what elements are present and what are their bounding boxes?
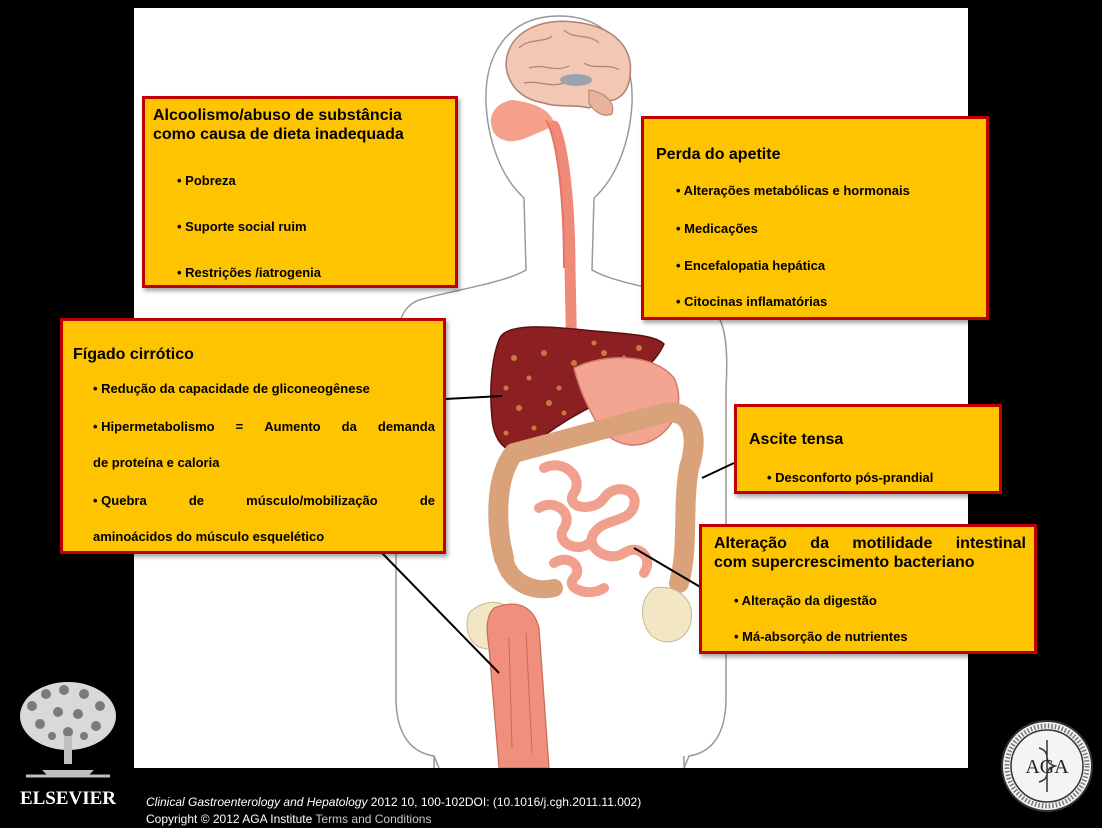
- appetite-item-4: • Citocinas inflamatórias: [676, 294, 827, 310]
- alcohol-box: Alcoolismo/abuso de substância como caus…: [142, 96, 458, 288]
- motility-title-line2: com supercrescimento bacteriano: [714, 553, 975, 572]
- liver-item-2-cont: de proteína e caloria: [93, 455, 219, 471]
- motility-title-word-3: motilidade: [852, 534, 932, 553]
- motility-title-word-2: da: [810, 534, 829, 553]
- elsevier-logo: ELSEVIER: [12, 676, 124, 816]
- liver-item-2-word-2: =: [236, 419, 244, 435]
- motility-title-word-4: intestinal: [956, 534, 1026, 553]
- liver-item-3: • Quebra de músculo/mobilização de: [93, 493, 435, 509]
- liver-box: Fígado cirrótico • Redução da capacidade…: [60, 318, 446, 554]
- appetite-title: Perda do apetite: [656, 145, 780, 164]
- liver-title: Fígado cirrótico: [73, 345, 194, 364]
- liver-item-2-word-1: • Hipermetabolismo: [93, 419, 215, 435]
- elsevier-logo-text: ELSEVIER: [20, 788, 116, 809]
- ascites-connector-line: [702, 463, 734, 478]
- thigh-muscle: [487, 604, 549, 768]
- ascites-box: Ascite tensa • Desconforto pós-prandial: [734, 404, 1002, 494]
- motility-title-word-1: Alteração: [714, 534, 787, 553]
- liver-item-2-word-3: Aumento: [264, 419, 320, 435]
- liver-item-2: • Hipermetabolismo = Aumento da demanda: [93, 419, 435, 435]
- liver-item-3-word-4: de: [420, 493, 435, 509]
- aga-seal: AGA: [998, 714, 1096, 818]
- motility-item-1: • Alteração da digestão: [734, 593, 877, 609]
- motility-box: Alteração da motilidade intestinal com s…: [699, 524, 1037, 654]
- motility-title-line1: Alteração da motilidade intestinal: [714, 534, 1026, 553]
- appetite-item-2: • Medicações: [676, 221, 758, 237]
- alcohol-item-1: • Pobreza: [177, 173, 236, 189]
- citation-details: 2012 10, 100-102DOI: (10.1016/j.cgh.2011…: [367, 795, 641, 809]
- ascites-item-1: • Desconforto pós-prandial: [767, 470, 933, 486]
- liver-item-2-word-4: da: [342, 419, 357, 435]
- liver-item-2-word-5: demanda: [378, 419, 435, 435]
- liver-item-1: • Redução da capacidade de gliconeogênes…: [93, 381, 370, 397]
- oral-cavity: [491, 100, 554, 141]
- liver-item-3-word-2: de: [189, 493, 204, 509]
- small-intestine: [539, 465, 647, 592]
- alcohol-title-line1: Alcoolismo/abuso de substância: [153, 106, 402, 125]
- liver-item-3-word-1: • Quebra: [93, 493, 147, 509]
- brain: [506, 21, 631, 108]
- appetite-box: Perda do apetite • Alterações metabólica…: [641, 116, 989, 320]
- terms-link[interactable]: Terms and Conditions: [315, 812, 431, 826]
- liver-item-3-word-3: músculo/mobilização: [246, 493, 377, 509]
- ascites-title: Ascite tensa: [749, 430, 843, 449]
- alcohol-item-3: • Restrições /iatrogenia: [177, 265, 321, 281]
- alcohol-item-2: • Suporte social ruim: [177, 219, 307, 235]
- citation: Clinical Gastroenterology and Hepatology…: [146, 795, 641, 809]
- appetite-item-1: • Alterações metabólicas e hormonais: [676, 183, 910, 199]
- appetite-item-3: • Encefalopatia hepática: [676, 258, 825, 274]
- liver-item-3-cont: aminoácidos do músculo esquelético: [93, 529, 324, 545]
- journal-name: Clinical Gastroenterology and Hepatology: [146, 795, 367, 809]
- alcohol-title-line2: como causa de dieta inadequada: [153, 125, 404, 144]
- aga-seal-text: AGA: [1025, 756, 1069, 778]
- motility-item-2: • Má-absorção de nutrientes: [734, 629, 908, 645]
- copyright-text: Copyright © 2012 AGA Institute: [146, 812, 315, 826]
- copyright-line: Copyright © 2012 AGA Institute Terms and…: [146, 812, 431, 826]
